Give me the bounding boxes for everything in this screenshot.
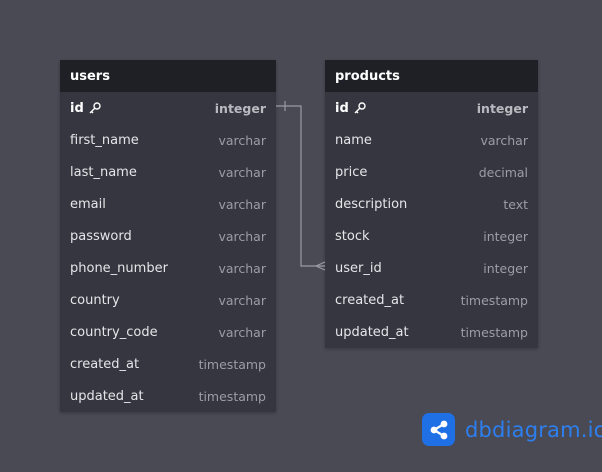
field-row[interactable]: description text bbox=[325, 188, 538, 220]
field-name: updated_at bbox=[335, 324, 409, 340]
field-name: country bbox=[70, 292, 120, 308]
field-row[interactable]: user_id integer bbox=[325, 252, 538, 284]
field-row[interactable]: name varchar bbox=[325, 124, 538, 156]
field-type: integer bbox=[476, 100, 528, 116]
brand-wordmark: dbdiagram.io bbox=[465, 418, 602, 442]
field-row[interactable]: phone_number varchar bbox=[60, 252, 276, 284]
many-marker-bottom bbox=[315, 265, 326, 271]
field-type: varchar bbox=[218, 228, 266, 244]
key-icon bbox=[88, 101, 102, 115]
field-row[interactable]: email varchar bbox=[60, 188, 276, 220]
field-type: integer bbox=[483, 228, 528, 244]
field-name: price bbox=[335, 164, 368, 180]
field-name: id bbox=[335, 100, 349, 116]
key-icon bbox=[353, 101, 367, 115]
field-name: email bbox=[70, 196, 106, 212]
brand-suffix: .io bbox=[580, 417, 602, 442]
field-name: user_id bbox=[335, 260, 382, 276]
field-row[interactable]: country_code varchar bbox=[60, 316, 276, 348]
field-type: varchar bbox=[218, 196, 266, 212]
field-name: country_code bbox=[70, 324, 158, 340]
field-type: varchar bbox=[218, 164, 266, 180]
brand-logo[interactable]: dbdiagram.io bbox=[422, 413, 602, 446]
field-type: varchar bbox=[218, 260, 266, 276]
products-table[interactable]: products id integer name varchar price dec… bbox=[325, 60, 538, 348]
field-row[interactable]: first_name varchar bbox=[60, 124, 276, 156]
field-name: created_at bbox=[335, 292, 405, 308]
table-header[interactable]: products bbox=[325, 60, 538, 92]
field-type: decimal bbox=[478, 164, 528, 180]
field-type: varchar bbox=[218, 324, 266, 340]
field-type: varchar bbox=[218, 132, 266, 148]
field-row[interactable]: updated_at timestamp bbox=[60, 380, 276, 412]
field-type: timestamp bbox=[198, 388, 266, 404]
field-name: id bbox=[70, 100, 84, 116]
field-row[interactable]: updated_at timestamp bbox=[325, 316, 538, 348]
field-type: varchar bbox=[218, 292, 266, 308]
field-row[interactable]: id integer bbox=[60, 92, 276, 124]
field-type: integer bbox=[483, 260, 528, 276]
field-type: integer bbox=[214, 100, 266, 116]
field-name: password bbox=[70, 228, 132, 244]
field-row[interactable]: created_at timestamp bbox=[60, 348, 276, 380]
field-type: timestamp bbox=[198, 356, 266, 372]
field-type: timestamp bbox=[460, 324, 528, 340]
field-row[interactable]: last_name varchar bbox=[60, 156, 276, 188]
brand-name: dbdiagram bbox=[465, 417, 581, 442]
field-name: description bbox=[335, 196, 408, 212]
field-row[interactable]: created_at timestamp bbox=[325, 284, 538, 316]
field-name: stock bbox=[335, 228, 370, 244]
field-type: text bbox=[503, 196, 528, 212]
field-name: name bbox=[335, 132, 372, 148]
table-header[interactable]: users bbox=[60, 60, 276, 92]
field-row[interactable]: stock integer bbox=[325, 220, 538, 252]
field-name: created_at bbox=[70, 356, 140, 372]
field-row[interactable]: password varchar bbox=[60, 220, 276, 252]
field-type: timestamp bbox=[460, 292, 528, 308]
relationship-line[interactable] bbox=[276, 105, 325, 267]
field-name: phone_number bbox=[70, 260, 168, 276]
many-marker-top bbox=[315, 261, 326, 267]
field-row[interactable]: price decimal bbox=[325, 156, 538, 188]
field-name: last_name bbox=[70, 164, 137, 180]
field-row[interactable]: id integer bbox=[325, 92, 538, 124]
share-icon bbox=[422, 413, 455, 446]
field-type: varchar bbox=[480, 132, 528, 148]
field-name: updated_at bbox=[70, 388, 144, 404]
field-row[interactable]: country varchar bbox=[60, 284, 276, 316]
field-name: first_name bbox=[70, 132, 139, 148]
